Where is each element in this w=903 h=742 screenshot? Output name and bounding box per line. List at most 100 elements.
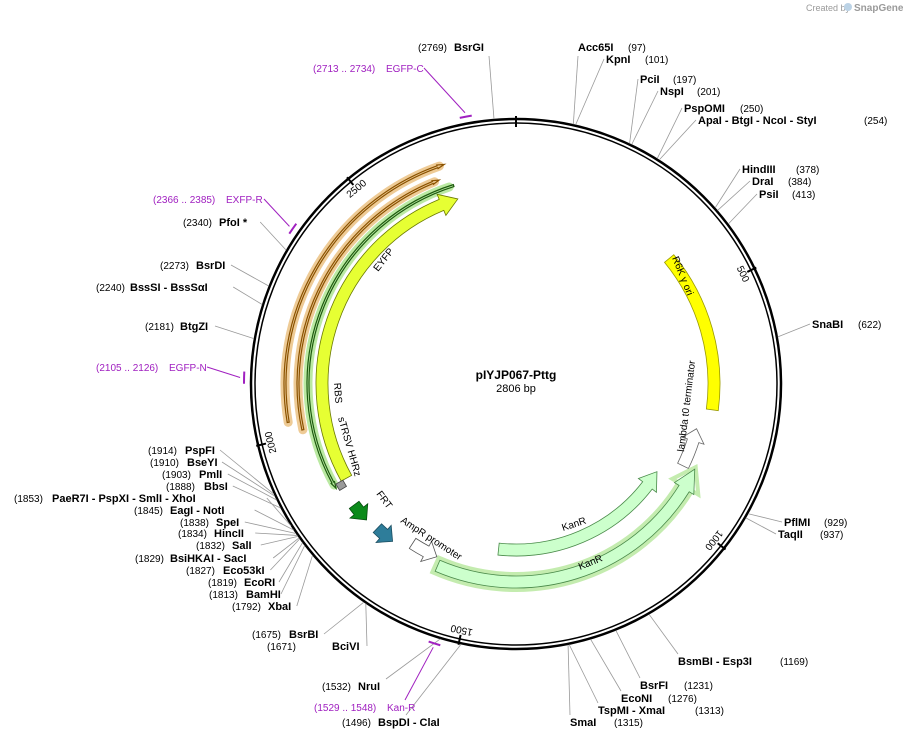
site-position: (1231) [684,681,713,692]
site-leader-line [323,601,365,635]
site-leader-line [227,473,277,501]
site-leader-line [255,532,298,536]
site-position: (1813) [209,590,238,601]
site-position: (1829) [135,554,164,565]
feature-eyfp [315,193,459,482]
site-label: ApaI - BtgI - NcoI - StyI [698,115,817,127]
feature-kanr-inner [497,471,658,557]
site-leader-line [278,542,303,583]
site-leader-line [488,55,495,119]
site-position: (97) [628,43,646,54]
site-position: (197) [673,75,696,86]
site-position: (937) [820,530,843,541]
site-label: BbsI [204,481,228,493]
feature-kanr-outer [434,468,696,589]
site-label: SalI [232,540,252,552]
site-leader-line [728,193,758,225]
site-leader-line [270,538,301,571]
tick-label: 500 [734,264,751,284]
feature-r6k-ori [663,254,721,412]
site-label: Eco53kI [223,565,265,577]
site-position: (1819) [208,578,237,589]
site-labels: BsrGI(2769)Acc65I(97)KpnI(101)PciI(197)N… [14,42,887,729]
site-position: (384) [788,177,811,188]
site-leader-line [219,449,275,495]
site-leader-line [714,168,741,208]
site-position: (1671) [267,642,296,653]
feature-rbs [335,479,348,491]
site-leader-line [280,545,306,595]
site-position: (2181) [145,322,174,333]
primer-mark [428,640,441,647]
feature-frt [372,523,394,543]
site-position: (250) [740,104,763,115]
site-label: XbaI [268,601,291,613]
site-position: (2240) [96,283,125,294]
site-position: (1827) [186,566,215,577]
site-label: BsrBI [289,629,318,641]
feature-arrow-orange-inner-line [296,179,442,431]
site-position: (1313) [695,706,724,717]
label-frt: FRT [374,489,394,511]
credit-prefix: Created by [806,3,851,13]
features [280,161,721,592]
feature-ampr-promoter [408,537,438,563]
site-position: (1675) [252,630,281,641]
tick-mark [256,442,267,447]
site-leader-line [658,119,697,161]
primer-range: (2105 .. 2126) [96,363,158,374]
primer-range: (2366 .. 2385) [153,195,215,206]
site-leader-line [221,461,276,497]
primer-labels: (2713 .. 2734)EGFP-C(2366 .. 2385)EXFP-R… [96,64,466,714]
site-leader-line [254,509,294,531]
site-leader-line [572,55,579,125]
site-label: BsmBI - Esp3I [678,656,752,668]
site-position: (1276) [668,694,697,705]
site-leader-line [244,521,297,534]
site-leader-line [365,603,368,647]
site-position: (1792) [232,602,261,613]
label-r6k-ori: R6K γ ori [669,255,695,297]
site-leader-line [567,644,571,716]
snapgene-logo-icon [844,3,852,11]
site-label: Acc65I [578,42,613,54]
site-label: PmlI [199,469,222,481]
primer-leader-line [404,647,434,701]
site-leader-line [590,639,622,692]
site-position: (929) [824,518,847,529]
primer-name: EXFP-R [226,195,263,206]
site-position: (1315) [614,718,643,729]
site-leader-line [296,555,313,607]
site-label: PsiI [759,189,779,201]
feature-arrow-orange-outer [280,161,444,427]
primers [243,114,472,647]
site-leader-line [777,323,811,338]
plasmid-name: pIYJP067-Pttg [476,368,557,382]
site-label: PciI [640,74,660,86]
site-leader-line [575,58,605,125]
feature-arrow-orange-outer-line [283,163,447,424]
tick-mark [457,634,462,645]
site-position: (1853) [14,494,43,505]
site-leader-line [717,180,751,211]
site-leader-line [568,644,599,704]
site-position: (1532) [322,682,351,693]
site-position: (1888) [166,482,195,493]
primer-mark [459,114,472,119]
site-label: BtgZI [180,321,208,333]
site-leader-line [629,78,639,144]
feature-strsv-hhrz [348,500,369,521]
site-leader-line [405,644,462,716]
site-label: SpeI [216,517,239,529]
plasmid-length: 2806 bp [496,383,536,395]
site-label: PspFI [185,445,215,457]
primer-mark [288,223,298,235]
site-leader-line [748,513,783,523]
site-position: (1914) [148,446,177,457]
site-position: (2769) [418,43,447,54]
site-label: EagI - NotI [170,505,224,517]
site-label: PaeR7I - PspXI - SmlI - XhoI [52,493,196,505]
site-position: (1838) [180,518,209,529]
site-label: BssSI - BssSαI [130,282,208,294]
